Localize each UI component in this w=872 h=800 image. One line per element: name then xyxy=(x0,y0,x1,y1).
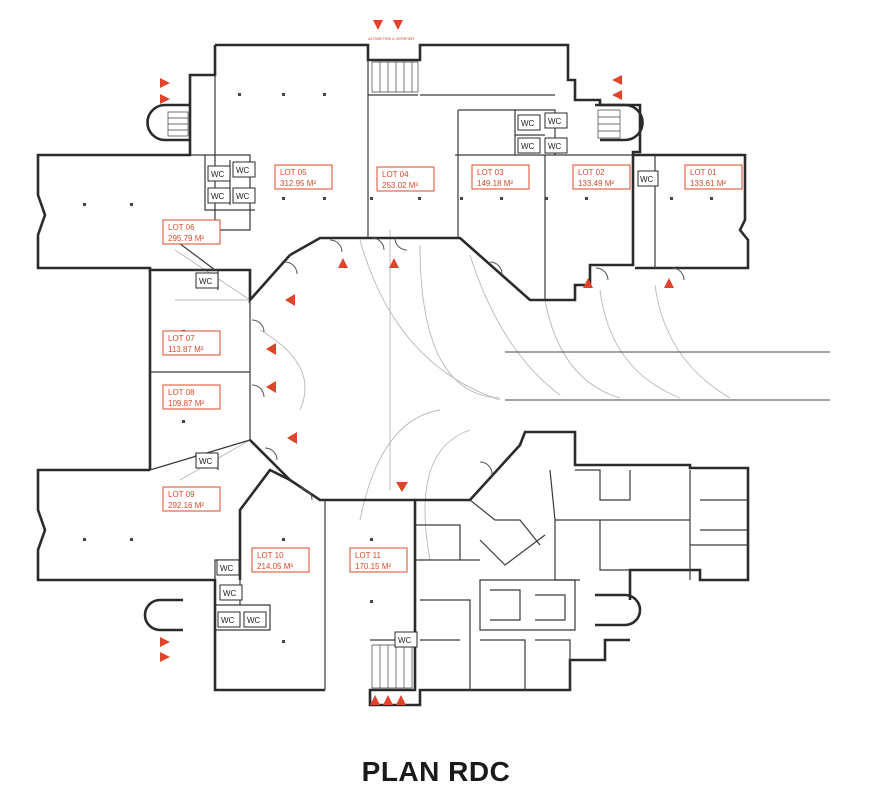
access-road xyxy=(505,351,830,401)
lot-02-area: 133.49 M² xyxy=(578,179,614,188)
entrance-arrow-up-icon xyxy=(383,695,393,705)
wc-label: WC xyxy=(521,119,535,128)
wc-label: WC xyxy=(548,117,562,126)
lot-02-label: LOT 02 133.49 M² xyxy=(572,164,631,190)
wc-label: WC xyxy=(199,277,213,286)
lot-07-name: LOT 07 xyxy=(168,334,195,343)
wc-markers: WC WC WC WC WC WC WC WC WC WC WC WC WC W… xyxy=(195,112,659,648)
lot-01-name: LOT 01 xyxy=(690,168,717,177)
entrance-arrow-up-icon xyxy=(664,278,674,288)
entrance-arrow-left-icon xyxy=(266,381,276,393)
wc-label: WC xyxy=(398,636,412,645)
lot-05-name: LOT 05 xyxy=(280,168,307,177)
lot-03-label: LOT 03 149.18 M² xyxy=(471,164,530,190)
stair-towers xyxy=(143,61,644,689)
top-entrance-note: ALTIMETRIE A VERIFIER xyxy=(368,36,414,41)
lot-04-area: 253.02 M² xyxy=(382,181,418,190)
wc-label: WC xyxy=(640,175,654,184)
lot-09-name: LOT 09 xyxy=(168,490,195,499)
wc-label: WC xyxy=(548,142,562,151)
lot-11-label: LOT 11 170.15 M² xyxy=(349,547,408,573)
top-entrance-label: ALTIMETRIE A VERIFIER xyxy=(368,36,414,41)
top-wing-walls xyxy=(188,43,642,302)
entrance-arrow-left-icon xyxy=(612,90,622,100)
lot-04-label: LOT 04 253.02 M² xyxy=(376,166,435,192)
lot-06-name: LOT 06 xyxy=(168,223,195,232)
entrance-arrow-left-icon xyxy=(266,343,276,355)
structural-columns xyxy=(83,93,713,643)
lot-09-label: LOT 09 292.16 M² xyxy=(162,486,221,512)
lot-07-area: 113.87 M² xyxy=(168,345,204,354)
wc-label: WC xyxy=(236,166,250,175)
entrance-arrow-up-icon xyxy=(338,258,348,268)
entrance-arrow-left-icon xyxy=(612,75,622,85)
entrance-arrow-left-icon xyxy=(285,294,295,306)
entrance-arrow-right-icon xyxy=(160,78,170,88)
lot-10-label: LOT 10 214.05 M² xyxy=(251,547,310,573)
lot-08-name: LOT 08 xyxy=(168,388,195,397)
lot-01-label: LOT 01 133.61 M² xyxy=(684,164,743,190)
lot-10-area: 214.05 M² xyxy=(257,562,293,571)
lot-05-area: 312.95 M² xyxy=(280,179,316,188)
lot-08-area: 109.87 M² xyxy=(168,399,204,408)
lot-05-label: LOT 05 312.95 M² xyxy=(274,164,333,190)
entrance-arrow-right-icon xyxy=(160,652,170,662)
lot-10-name: LOT 10 xyxy=(257,551,284,560)
lot-02-name: LOT 02 xyxy=(578,168,605,177)
entrance-arrow-up-icon xyxy=(389,258,399,268)
entrance-arrow-down-icon xyxy=(396,482,408,492)
entrance-arrow-down-icon xyxy=(373,20,383,30)
lot-06-area: 295.79 M² xyxy=(168,234,204,243)
wc-label: WC xyxy=(199,457,213,466)
circulation-guides xyxy=(174,230,731,561)
wc-label: WC xyxy=(220,564,234,573)
lot-07-label: LOT 07 113.87 M² xyxy=(162,330,221,356)
wc-label: WC xyxy=(221,616,235,625)
plan-title: PLAN RDC xyxy=(361,756,511,787)
door-swings xyxy=(251,237,685,501)
wc-label: WC xyxy=(223,589,237,598)
entrance-arrow-up-icon xyxy=(396,695,406,705)
lot-06-label: LOT 06 295.79 M² xyxy=(162,219,221,245)
lot-03-area: 149.18 M² xyxy=(477,179,513,188)
entrance-arrow-right-icon xyxy=(160,94,170,104)
wc-label: WC xyxy=(521,142,535,151)
lot-01-area: 133.61 M² xyxy=(690,179,726,188)
entrance-arrow-right-icon xyxy=(160,637,170,647)
bottom-wing-walls xyxy=(289,430,750,707)
wc-label: WC xyxy=(211,170,225,179)
lot-04-name: LOT 04 xyxy=(382,170,409,179)
entrance-arrow-left-icon xyxy=(287,432,297,444)
wc-label: WC xyxy=(247,616,261,625)
wc-label: WC xyxy=(211,192,225,201)
lot-09-area: 292.16 M² xyxy=(168,501,204,510)
lot-03-name: LOT 03 xyxy=(477,168,504,177)
wc-label: WC xyxy=(236,192,250,201)
lot-11-area: 170.15 M² xyxy=(355,562,391,571)
lot-08-label: LOT 08 109.87 M² xyxy=(162,384,221,410)
entrance-arrows xyxy=(160,20,674,705)
entrance-arrow-up-icon xyxy=(583,278,593,288)
lot-11-name: LOT 11 xyxy=(355,551,381,560)
entrance-arrow-up-icon xyxy=(370,695,380,705)
entrance-arrow-down-icon xyxy=(393,20,403,30)
